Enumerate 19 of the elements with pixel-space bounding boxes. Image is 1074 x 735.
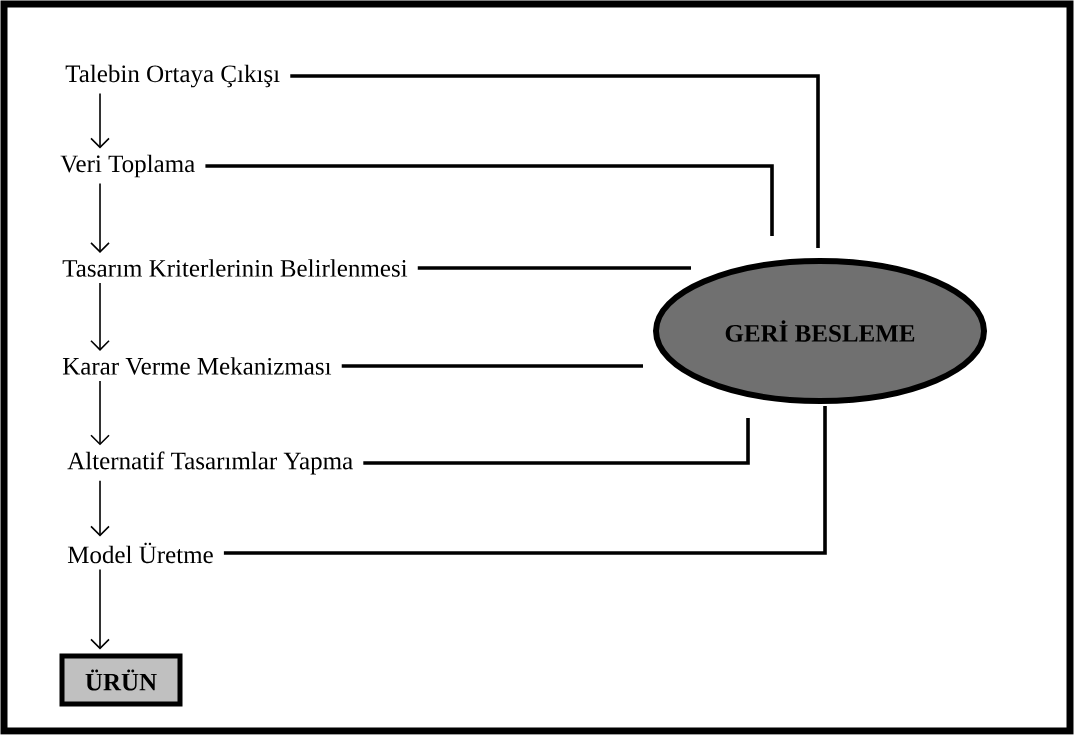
step-label: Talebin Ortaya Çıkışı	[65, 64, 280, 88]
connector-line	[341, 364, 643, 368]
result-box: ÜRÜN	[59, 653, 183, 707]
arrow	[90, 380, 110, 446]
step-label: Model Üretme	[67, 542, 213, 564]
connector-line	[363, 418, 750, 465]
step-label: Alternatif Tasarımlar Yapma	[67, 451, 353, 475]
arrow	[90, 479, 110, 537]
connector-line	[205, 164, 774, 236]
arrow	[90, 182, 110, 253]
arrow	[90, 92, 110, 149]
connector-line	[223, 406, 827, 555]
connector-line	[290, 74, 820, 248]
arrow	[90, 282, 110, 351]
connector-line	[417, 266, 691, 270]
step-label: Tasarım Kriterlerinin Belirlenmesi	[62, 259, 408, 277]
step-label: Veri Toplama	[60, 154, 195, 178]
arrow	[90, 568, 110, 650]
step-label: Karar Verme Mekanizması	[62, 357, 332, 375]
